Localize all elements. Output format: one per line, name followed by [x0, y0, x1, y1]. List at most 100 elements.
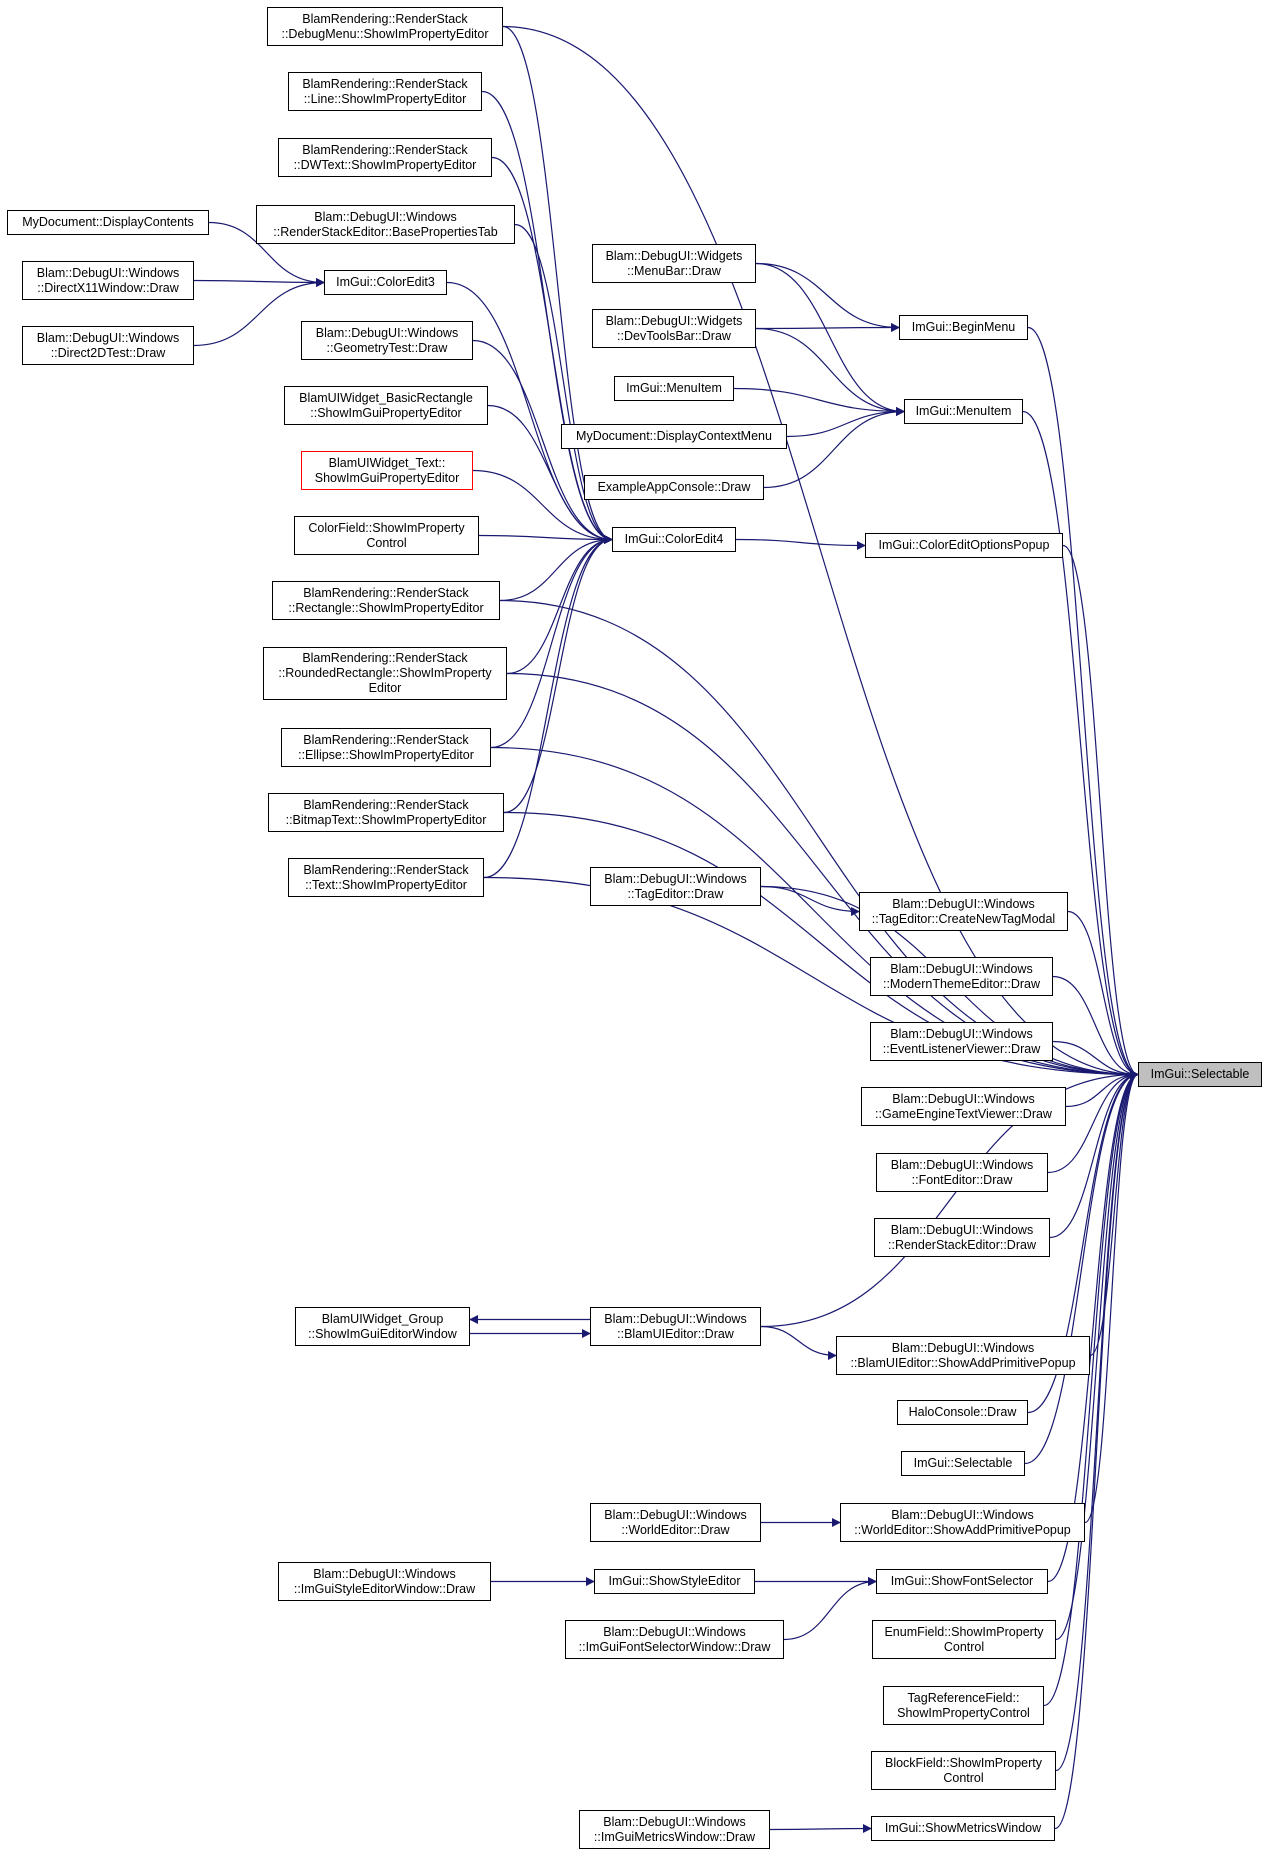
- node-exampleconsole-draw[interactable]: ExampleAppConsole::Draw: [584, 475, 764, 500]
- node-menubar-draw[interactable]: Blam::DebugUI::Widgets ::MenuBar::Draw: [592, 244, 756, 283]
- edge-rs-debugmenu-to-coloredit4: [502, 25, 613, 544]
- node-label: Blam::DebugUI::Windows ::GameEngineTextV…: [875, 1091, 1052, 1121]
- edge-devtoolsbar-draw-to-beginmenu: [755, 323, 900, 333]
- edge-menuitem-left-to-menuitem-right: [733, 387, 905, 416]
- node-label: ImGui::Selectable: [913, 1456, 1013, 1470]
- node-rs-roundedrect[interactable]: BlamRendering::RenderStack ::RoundedRect…: [263, 647, 507, 700]
- node-label: BlamUIWidget_Group ::ShowImGuiEditorWind…: [308, 1311, 457, 1341]
- edge-uieditor-draw-to-uieditor-addprim: [760, 1325, 837, 1360]
- edge-basicrect-to-coloredit4: [487, 404, 613, 544]
- node-beginmenu[interactable]: ImGui::BeginMenu: [899, 315, 1028, 340]
- node-showfontselector[interactable]: ImGui::ShowFontSelector: [876, 1569, 1048, 1594]
- node-haloconsole-draw[interactable]: HaloConsole::Draw: [897, 1400, 1028, 1425]
- edge-rse-draw-to-selectable: [1049, 1070, 1139, 1239]
- node-label: Blam::DebugUI::Windows ::FontEditor::Dra…: [890, 1157, 1034, 1187]
- node-label: ImGui::ShowFontSelector: [890, 1574, 1034, 1588]
- node-rs-rectangle[interactable]: BlamRendering::RenderStack ::Rectangle::…: [272, 581, 500, 620]
- node-label: ImGui::ShowMetricsWindow: [884, 1821, 1042, 1835]
- node-label: BlamUIWidget_Text:: ShowImGuiPropertyEdi…: [314, 455, 460, 485]
- node-label: Blam::DebugUI::Windows ::WorldEditor::Sh…: [854, 1507, 1071, 1537]
- node-d2dtest-draw[interactable]: Blam::DebugUI::Windows ::Direct2DTest::D…: [22, 326, 194, 365]
- node-tageditor-newtag[interactable]: Blam::DebugUI::Windows ::TagEditor::Crea…: [859, 892, 1068, 931]
- node-label: Blam::DebugUI::Windows ::TagEditor::Crea…: [871, 896, 1056, 926]
- node-label: Blam::DebugUI::Widgets ::MenuBar::Draw: [605, 248, 743, 278]
- node-basicrect[interactable]: BlamUIWidget_BasicRectangle ::ShowImGuiP…: [284, 386, 488, 425]
- edge-uieditor-draw-to-selectable: [760, 1070, 1139, 1328]
- node-rs-dwtext[interactable]: BlamRendering::RenderStack ::DWText::Sho…: [278, 138, 492, 177]
- node-enumfield[interactable]: EnumField::ShowImProperty Control: [872, 1620, 1056, 1659]
- edge-moderntheme-draw-to-selectable: [1052, 975, 1139, 1079]
- node-coloredit4[interactable]: ImGui::ColorEdit4: [612, 527, 736, 552]
- node-label: Blam::DebugUI::Windows ::ImGuiMetricsWin…: [593, 1814, 756, 1844]
- node-selectable-2[interactable]: ImGui::Selectable: [901, 1451, 1025, 1476]
- edge-fontselectorwin-draw-to-showfontselector: [783, 1577, 877, 1641]
- edge-showfontselector-to-selectable: [1047, 1070, 1139, 1583]
- edge-metricswin-draw-to-showmetricswindow: [769, 1824, 872, 1834]
- node-rs-debugmenu[interactable]: BlamRendering::RenderStack ::DebugMenu::…: [267, 7, 503, 46]
- edge-worldeditor-addprim-to-selectable: [1084, 1070, 1139, 1524]
- node-mydoc-contextmenu[interactable]: MyDocument::DisplayContextMenu: [561, 424, 787, 449]
- node-eventlistener-draw[interactable]: Blam::DebugUI::Windows ::EventListenerVi…: [870, 1022, 1053, 1061]
- edge-rs-dwtext-to-coloredit4: [491, 156, 613, 544]
- node-devtoolsbar-draw[interactable]: Blam::DebugUI::Widgets ::DevToolsBar::Dr…: [592, 309, 756, 348]
- node-metricswin-draw[interactable]: Blam::DebugUI::Windows ::ImGuiMetricsWin…: [579, 1810, 770, 1849]
- node-label: Blam::DebugUI::Windows ::RenderStackEdit…: [273, 209, 498, 239]
- node-mydoc-displaycontents[interactable]: MyDocument::DisplayContents: [7, 210, 209, 235]
- node-rse-draw[interactable]: Blam::DebugUI::Windows ::RenderStackEdit…: [874, 1218, 1050, 1257]
- node-blockfield[interactable]: BlockField::ShowImProperty Control: [871, 1751, 1056, 1790]
- node-label: Blam::DebugUI::Windows ::WorldEditor::Dr…: [604, 1507, 747, 1537]
- node-label: ExampleAppConsole::Draw: [597, 480, 751, 494]
- node-label: BlamRendering::RenderStack ::Line::ShowI…: [302, 76, 468, 106]
- node-label: Blam::DebugUI::Windows ::RenderStackEdit…: [888, 1222, 1036, 1252]
- edge-rs-text-to-coloredit4: [483, 535, 613, 879]
- edge-exampleconsole-draw-to-menuitem-right: [763, 407, 905, 489]
- edge-mydoc-displaycontents-to-coloredit3: [208, 221, 325, 287]
- node-label: Blam::DebugUI::Windows ::ImGuiFontSelect…: [578, 1624, 771, 1654]
- node-rs-bitmaptext[interactable]: BlamRendering::RenderStack ::BitmapText:…: [268, 793, 504, 832]
- node-label: BlamUIWidget_BasicRectangle ::ShowImGuiP…: [299, 390, 473, 420]
- node-menuitem-right[interactable]: ImGui::MenuItem: [904, 399, 1023, 424]
- node-coloreditoptions[interactable]: ImGui::ColorEditOptionsPopup: [865, 533, 1063, 558]
- node-widget-text[interactable]: BlamUIWidget_Text:: ShowImGuiPropertyEdi…: [301, 451, 473, 490]
- node-label: ColorField::ShowImProperty Control: [308, 520, 465, 550]
- node-label: EnumField::ShowImProperty Control: [884, 1624, 1044, 1654]
- node-gametext-draw[interactable]: Blam::DebugUI::Windows ::GameEngineTextV…: [861, 1087, 1066, 1126]
- node-label: Blam::DebugUI::Windows ::ImGuiStyleEdito…: [293, 1566, 476, 1596]
- edge-colorfield-to-coloredit4: [478, 534, 613, 544]
- node-tageditor-draw[interactable]: Blam::DebugUI::Windows ::TagEditor::Draw: [590, 867, 761, 906]
- node-coloredit3[interactable]: ImGui::ColorEdit3: [324, 270, 447, 295]
- node-rse-baseprops[interactable]: Blam::DebugUI::Windows ::RenderStackEdit…: [256, 205, 515, 244]
- node-label: Blam::DebugUI::Windows ::BlamUIEditor::S…: [850, 1340, 1076, 1370]
- node-menuitem-left[interactable]: ImGui::MenuItem: [614, 376, 734, 401]
- node-rs-ellipse[interactable]: BlamRendering::RenderStack ::Ellipse::Sh…: [281, 728, 491, 767]
- edge-haloconsole-draw-to-selectable: [1027, 1070, 1139, 1414]
- node-rs-line[interactable]: BlamRendering::RenderStack ::Line::ShowI…: [288, 72, 482, 111]
- node-worldeditor-draw[interactable]: Blam::DebugUI::Windows ::WorldEditor::Dr…: [590, 1503, 761, 1542]
- node-uieditor-addprim[interactable]: Blam::DebugUI::Windows ::BlamUIEditor::S…: [836, 1336, 1090, 1375]
- node-fontselectorwin-draw[interactable]: Blam::DebugUI::Windows ::ImGuiFontSelect…: [565, 1620, 784, 1659]
- edge-devtoolsbar-draw-to-menuitem-right: [755, 327, 905, 416]
- node-group-editorwindow[interactable]: BlamUIWidget_Group ::ShowImGuiEditorWind…: [295, 1307, 470, 1346]
- node-colorfield[interactable]: ColorField::ShowImProperty Control: [294, 516, 479, 555]
- node-showmetricswindow[interactable]: ImGui::ShowMetricsWindow: [871, 1816, 1055, 1841]
- node-label: BlamRendering::RenderStack ::DWText::Sho…: [293, 142, 477, 172]
- node-geometrytest-draw[interactable]: Blam::DebugUI::Windows ::GeometryTest::D…: [301, 321, 473, 360]
- node-label: ImGui::ColorEditOptionsPopup: [878, 538, 1050, 552]
- node-showstyleeditor[interactable]: ImGui::ShowStyleEditor: [594, 1569, 755, 1594]
- node-rs-text[interactable]: BlamRendering::RenderStack ::Text::ShowI…: [288, 858, 484, 897]
- node-moderntheme-draw[interactable]: Blam::DebugUI::Windows ::ModernThemeEdit…: [870, 957, 1053, 996]
- node-fonteditor-draw[interactable]: Blam::DebugUI::Windows ::FontEditor::Dra…: [876, 1153, 1048, 1192]
- edge-d2dtest-draw-to-coloredit3: [193, 278, 325, 347]
- node-worldeditor-addprim[interactable]: Blam::DebugUI::Windows ::WorldEditor::Sh…: [840, 1503, 1085, 1542]
- edge-rs-ellipse-to-coloredit4: [490, 535, 613, 749]
- node-uieditor-draw[interactable]: Blam::DebugUI::Windows ::BlamUIEditor::D…: [590, 1307, 761, 1346]
- edge-coloreditoptions-to-selectable: [1062, 544, 1139, 1079]
- edge-menubar-draw-to-menuitem-right: [755, 262, 905, 416]
- node-label: ImGui::MenuItem: [915, 404, 1012, 418]
- edge-rse-baseprops-to-coloredit4: [514, 223, 613, 544]
- node-tagreffield[interactable]: TagReferenceField:: ShowImPropertyContro…: [883, 1686, 1044, 1725]
- node-label: Blam::DebugUI::Windows ::TagEditor::Draw: [604, 871, 747, 901]
- node-dx11window-draw[interactable]: Blam::DebugUI::Windows ::DirectX11Window…: [22, 261, 194, 300]
- node-styleeditorwin-draw[interactable]: Blam::DebugUI::Windows ::ImGuiStyleEdito…: [278, 1562, 491, 1601]
